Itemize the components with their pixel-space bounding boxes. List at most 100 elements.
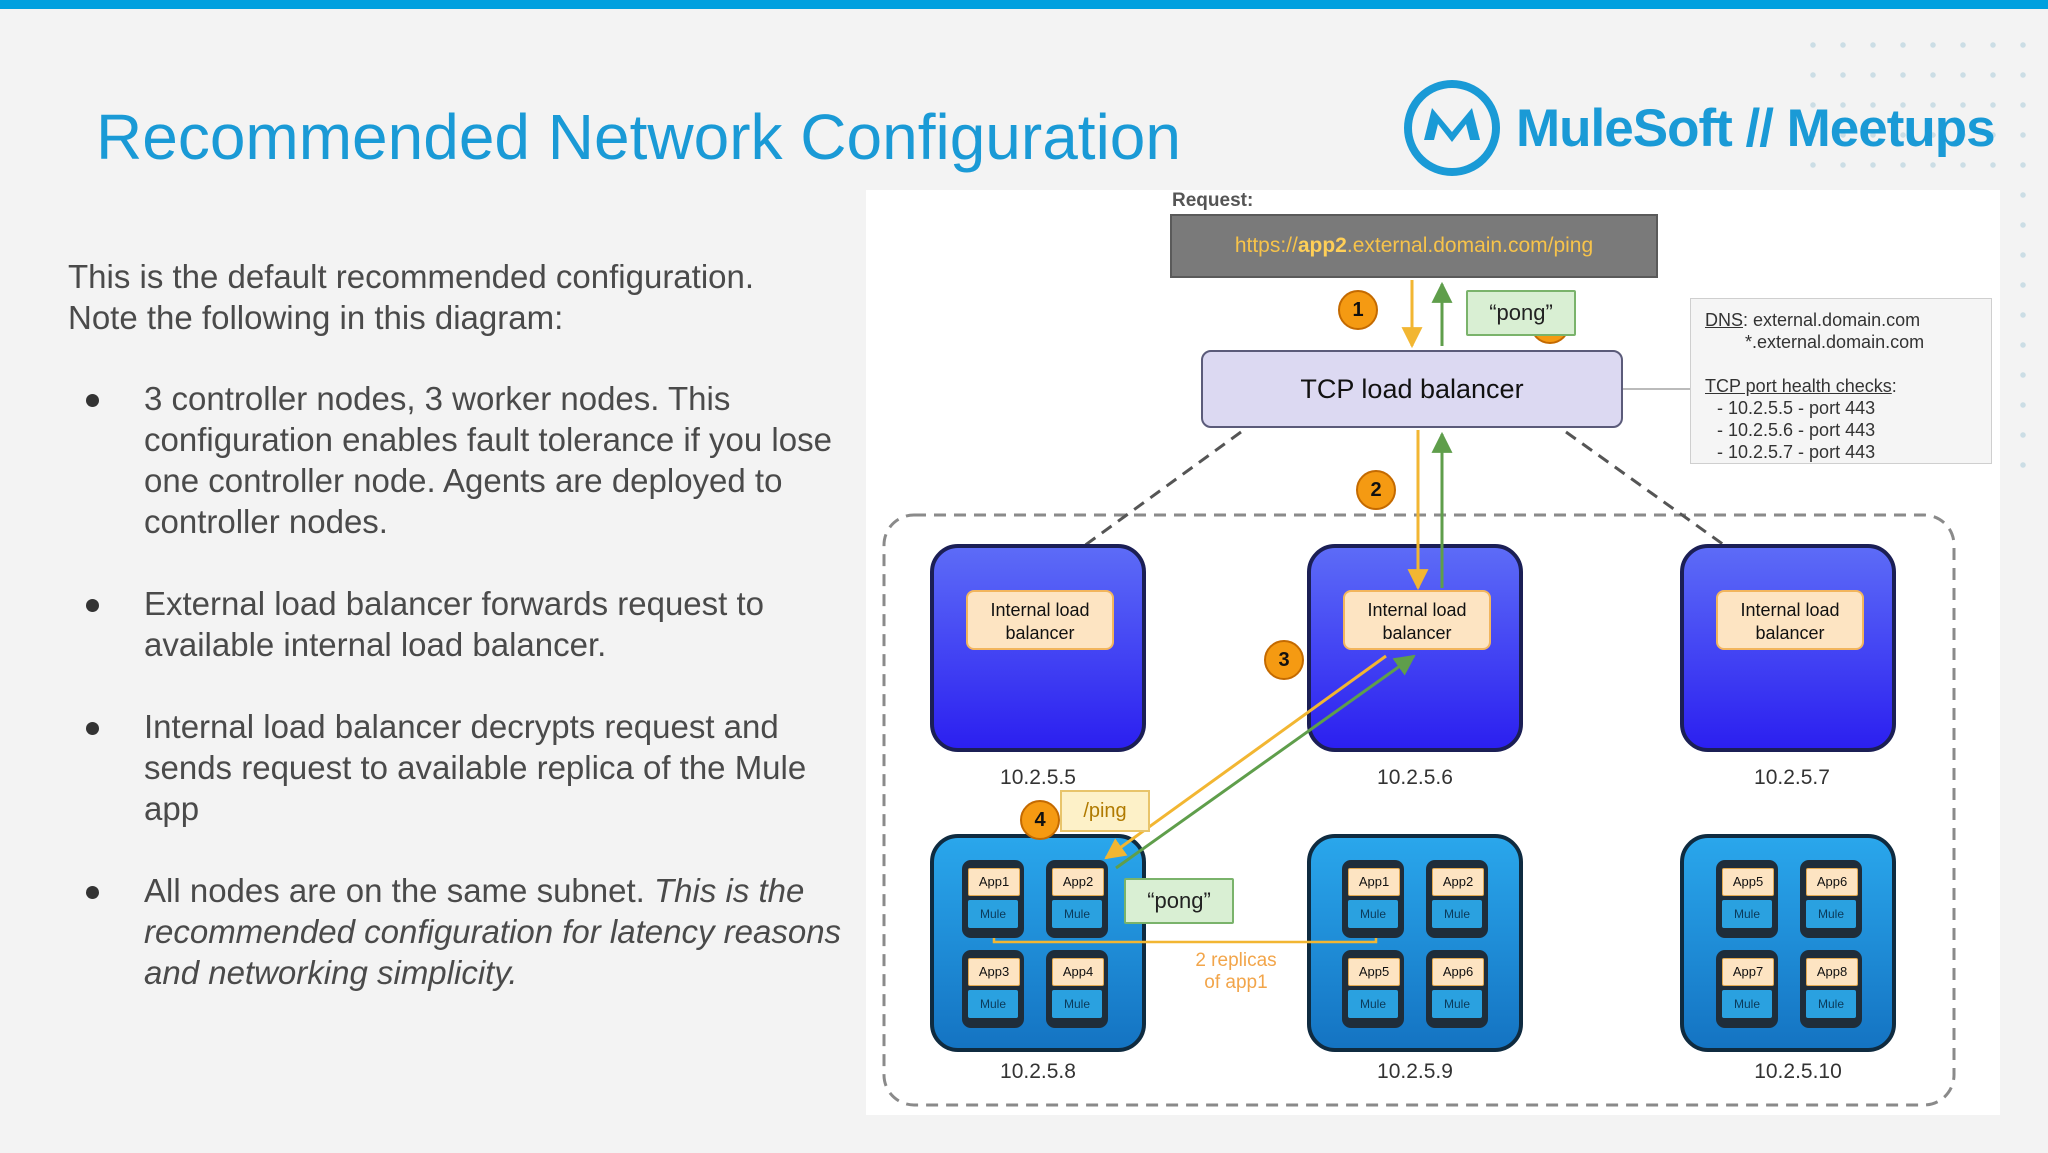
step-badge-2: 2	[1356, 470, 1396, 510]
request-url-suffix: .external.domain.com/ping	[1346, 234, 1594, 257]
mule-runtime-label: Mule	[1806, 900, 1856, 928]
mule-runtime-label: Mule	[1348, 990, 1398, 1018]
request-url-app: app2	[1297, 234, 1347, 257]
health-check-colon: :	[1891, 376, 1897, 396]
bullet-item: External load balancer forwards request …	[68, 583, 858, 665]
bullet-text: Internal load balancer decrypts request …	[144, 708, 807, 827]
mule-runtime-label: Mule	[1722, 900, 1772, 928]
mulesoft-meetups-logo: MuleSoft // Meetups	[1402, 78, 2002, 178]
worker-node-3	[1680, 834, 1896, 1052]
bullet-dot	[86, 886, 99, 899]
ilb-line-1: Internal load	[1740, 600, 1840, 620]
worker-ip-3: 10.2.5.10	[1754, 1060, 1842, 1083]
app-label: App1	[968, 868, 1020, 896]
app-label: App1	[1348, 868, 1400, 896]
app-label: App6	[1806, 868, 1858, 896]
mule-runtime-label: Mule	[1432, 900, 1482, 928]
app-label: App2	[1052, 868, 1104, 896]
bullet-dot	[86, 722, 99, 735]
bullet-dot	[86, 599, 99, 612]
app-label: App5	[1722, 868, 1774, 896]
bullet-text: All nodes are on the same subnet.	[144, 872, 654, 909]
bullet-item: All nodes are on the same subnet. This i…	[68, 870, 858, 993]
mule-runtime-label: Mule	[1348, 900, 1398, 928]
app-label: App3	[968, 958, 1020, 986]
app-label: App5	[1348, 958, 1400, 986]
health-check-item: - 10.2.5.5 - port 443	[1717, 398, 1876, 418]
logo-text: MuleSoft // Meetups	[1516, 99, 1996, 158]
description-panel: This is the default recommended configur…	[68, 256, 858, 1034]
mule-runtime-label: Mule	[1432, 990, 1482, 1018]
health-check-item: - 10.2.5.7 - port 443	[1717, 442, 1876, 462]
replicas-line-2: of app1	[1204, 972, 1268, 993]
network-diagram: Request: https://app2.external.domain.co…	[866, 190, 2000, 1115]
ilb-line-1: Internal load	[990, 600, 1090, 620]
controller-ip-3: 10.2.5.7	[1754, 766, 1830, 789]
mule-runtime-label: Mule	[968, 990, 1018, 1018]
response-arrow-3	[1115, 654, 1416, 870]
request-label: Request:	[1172, 190, 1254, 211]
app-label: App8	[1806, 958, 1858, 986]
dns-info-box: DNS: external.domain.com *.external.doma…	[1690, 298, 1992, 464]
app-label: App6	[1432, 958, 1484, 986]
internal-load-balancer-3: Internal load balancer	[1716, 590, 1864, 650]
dns-value-2: *.external.domain.com	[1745, 332, 1925, 352]
health-check-key: TCP port health checks	[1705, 376, 1892, 396]
pong-callout-top: “pong”	[1466, 290, 1576, 336]
replicas-line-1: 2 replicas	[1195, 950, 1277, 971]
intro-line-1: This is the default recommended configur…	[68, 258, 755, 295]
bullet-text: External load balancer forwards request …	[144, 585, 765, 663]
bullet-dot	[86, 394, 99, 407]
request-arrow-3	[1104, 654, 1387, 860]
bullet-text: 3 controller nodes, 3 worker nodes. This…	[144, 380, 832, 540]
mule-runtime-label: Mule	[968, 900, 1018, 928]
tcp-load-balancer: TCP load balancer	[1201, 350, 1623, 428]
dns-key: DNS	[1705, 310, 1744, 330]
controller-ip-2: 10.2.5.6	[1377, 766, 1453, 789]
ping-callout: /ping	[1060, 790, 1150, 832]
ilb-line-1: Internal load	[1367, 600, 1467, 620]
top-accent-bar	[0, 0, 2048, 9]
mule-runtime-label: Mule	[1052, 900, 1102, 928]
bullet-item: 3 controller nodes, 3 worker nodes. This…	[68, 378, 858, 542]
app-label: App4	[1052, 958, 1104, 986]
ilb-line-2: balancer	[1755, 623, 1825, 643]
ilb-line-2: balancer	[1382, 623, 1452, 643]
mule-runtime-label: Mule	[1052, 990, 1102, 1018]
bullet-item: Internal load balancer decrypts request …	[68, 706, 858, 829]
app-label: App2	[1432, 868, 1484, 896]
step-badge-3: 3	[1264, 640, 1304, 680]
slide-title: Recommended Network Configuration	[96, 101, 1181, 173]
worker-ip-1: 10.2.5.8	[1000, 1060, 1076, 1083]
ilb-line-2: balancer	[1005, 623, 1075, 643]
dns-value-1: : external.domain.com	[1743, 310, 1921, 330]
step-badge-1: 1	[1338, 290, 1378, 330]
mule-runtime-label: Mule	[1722, 990, 1772, 1018]
internal-load-balancer-1: Internal load balancer	[966, 590, 1114, 650]
intro-paragraph: This is the default recommended configur…	[68, 256, 858, 338]
step-badge-4: 4	[1020, 800, 1060, 840]
pong-callout-worker: “pong”	[1124, 878, 1234, 924]
app-label: App7	[1722, 958, 1774, 986]
health-check-item: - 10.2.5.6 - port 443	[1717, 420, 1876, 440]
worker-ip-2: 10.2.5.9	[1377, 1060, 1453, 1083]
intro-line-2: Note the following in this diagram:	[68, 299, 564, 336]
mule-runtime-label: Mule	[1806, 990, 1856, 1018]
bullet-list: 3 controller nodes, 3 worker nodes. This…	[68, 378, 858, 993]
bullet-text-italic: This is the recommended configuration fo…	[144, 872, 842, 991]
internal-load-balancer-2: Internal load balancer	[1343, 590, 1491, 650]
request-url-prefix: https://	[1234, 234, 1298, 257]
